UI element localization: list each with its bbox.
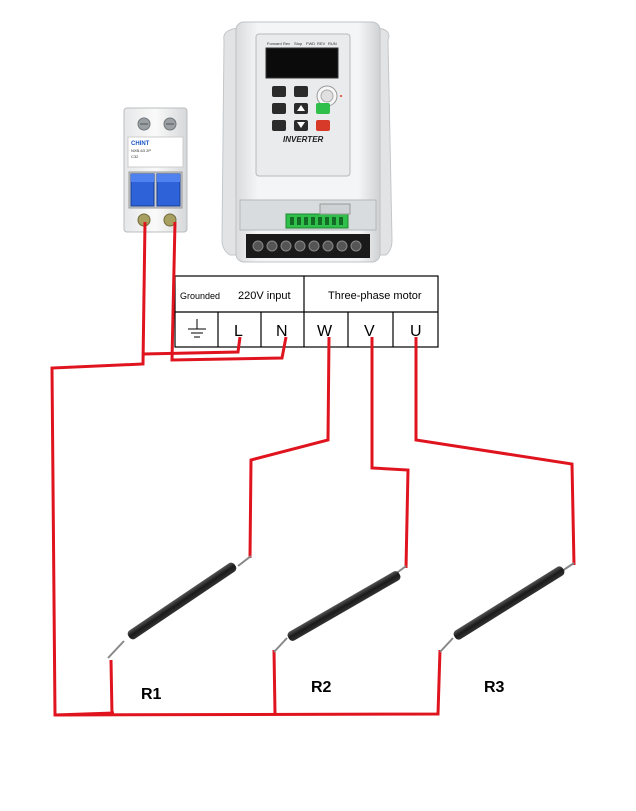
- up-arrow-icon: [297, 105, 305, 111]
- resistor-label-r3: R3: [484, 679, 505, 696]
- resistor-r2: [273, 565, 407, 653]
- terminal-u: U: [410, 323, 422, 340]
- terminal-w: W: [317, 323, 333, 340]
- indicator-label: Stop: [294, 41, 303, 46]
- indicator-label: Rev: [283, 41, 290, 46]
- resistor-r3: [439, 562, 575, 653]
- key-button[interactable]: [294, 86, 308, 97]
- key-button[interactable]: [272, 120, 286, 131]
- wire-w: [248, 336, 331, 559]
- wire-r2-return: [272, 649, 277, 715]
- wires: [50, 221, 576, 717]
- speed-knob[interactable]: [316, 85, 342, 107]
- indicator-label: Forward: [267, 41, 282, 46]
- terminal-n: N: [276, 323, 288, 340]
- down-arrow-icon: [297, 122, 305, 128]
- input-label: 220V input: [238, 290, 291, 302]
- wire-l: [50, 221, 147, 717]
- terminal-block-table: Grounded 220V input Three-phase motor L …: [174, 275, 439, 348]
- wire-u: [414, 337, 576, 566]
- terminal-v: V: [364, 323, 375, 340]
- run-button[interactable]: [316, 103, 330, 114]
- breaker-brand: CHINT: [131, 141, 150, 147]
- resistor-r1: [107, 555, 252, 659]
- inverter-label: INVERTER: [283, 135, 324, 144]
- resistor-label-r2: R2: [311, 679, 332, 696]
- ground-icon: [188, 319, 206, 338]
- control-terminal-block: [285, 213, 349, 229]
- wire-r1-return: [109, 659, 114, 716]
- breaker-screw-icon: [163, 213, 177, 227]
- terminal-l: L: [234, 323, 243, 340]
- indicator-label: RUN: [328, 41, 337, 46]
- stop-button[interactable]: [316, 120, 330, 131]
- breaker-model: NXB-63 2P: [131, 148, 151, 153]
- key-button[interactable]: [272, 103, 286, 114]
- breaker-toggle[interactable]: [128, 171, 183, 209]
- keypad: [272, 86, 330, 131]
- status-indicators: Forward Rev Stop FWD REV RUN: [267, 41, 337, 46]
- key-button[interactable]: [272, 86, 286, 97]
- wire-n: [170, 221, 288, 362]
- indicator-label: FWD: [306, 41, 315, 46]
- grounded-label: Grounded: [180, 291, 220, 301]
- breaker-rating: C32: [131, 154, 139, 159]
- resistor-label-r1: R1: [141, 686, 162, 703]
- motor-label: Three-phase motor: [328, 290, 422, 302]
- wire-v: [370, 337, 410, 569]
- wire-common-bus: [54, 649, 442, 717]
- indicator-label: REV: [317, 41, 326, 46]
- wire-l-tap: [142, 336, 242, 356]
- circuit-breaker: CHINT NXB-63 2P C32: [123, 107, 188, 233]
- inverter: Forward Rev Stop FWD REV RUN I: [221, 21, 393, 263]
- inverter-display: [265, 47, 339, 79]
